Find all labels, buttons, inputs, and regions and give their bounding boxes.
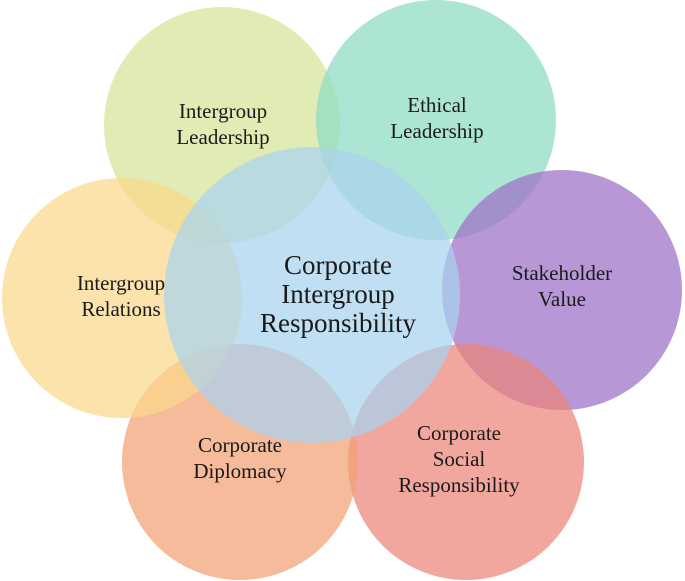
intergroup-relations-label-line: Intergroup — [77, 271, 165, 295]
intergroup-leadership-label-line: Intergroup — [179, 99, 267, 123]
corporate-intergroup-responsibility-circle — [164, 147, 460, 443]
corporate-intergroup-responsibility-label-line: Corporate — [284, 250, 392, 280]
corporate-social-responsibility-label-line: Responsibility — [398, 473, 520, 497]
ethical-leadership-label-line: Ethical — [407, 93, 467, 117]
ethical-leadership-label-line: Leadership — [390, 119, 483, 143]
intergroup-leadership-label-line: Leadership — [176, 125, 269, 149]
corporate-diplomacy-label-line: Corporate — [198, 433, 282, 457]
corporate-intergroup-responsibility-label-line: Responsibility — [260, 308, 417, 338]
stakeholder-value-label-line: Value — [538, 287, 586, 311]
corporate-diplomacy-label-line: Diplomacy — [193, 459, 287, 483]
stakeholder-value-label-line: Stakeholder — [512, 261, 612, 285]
corporate-intergroup-responsibility-label-line: Intergroup — [281, 279, 394, 309]
corporate-social-responsibility-label-line: Corporate — [417, 421, 501, 445]
corporate-social-responsibility-label-line: Social — [433, 447, 486, 471]
intergroup-relations-label-line: Relations — [81, 297, 160, 321]
